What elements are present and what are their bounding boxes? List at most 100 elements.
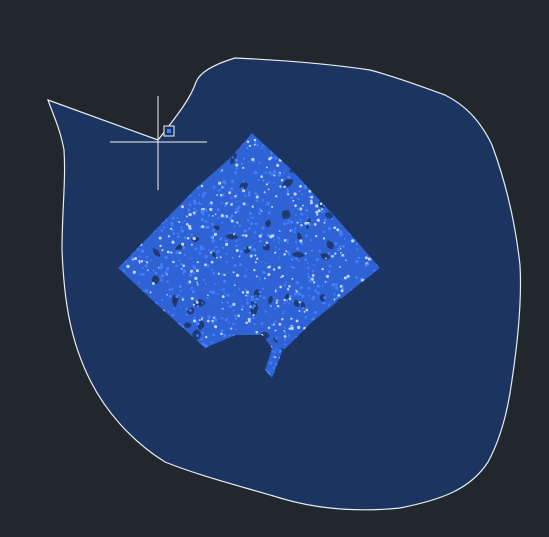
point-cloud-point bbox=[355, 248, 359, 251]
point-cloud-point bbox=[164, 271, 168, 275]
point-cloud-point bbox=[283, 335, 287, 338]
point-cloud-point bbox=[270, 173, 274, 177]
point-cloud-point bbox=[124, 260, 127, 263]
point-cloud-point bbox=[283, 185, 286, 189]
point-cloud-point bbox=[250, 298, 254, 302]
point-cloud-point bbox=[255, 199, 259, 203]
point-cloud-point bbox=[240, 234, 243, 237]
point-cloud-point bbox=[258, 290, 262, 294]
point-cloud-point bbox=[235, 328, 238, 331]
point-cloud-point bbox=[233, 284, 236, 286]
point-cloud-point bbox=[200, 337, 204, 341]
point-cloud-point bbox=[316, 218, 320, 222]
point-cloud-point bbox=[277, 236, 281, 240]
point-cloud-point bbox=[336, 248, 340, 252]
point-cloud-point bbox=[178, 220, 181, 224]
point-cloud-point bbox=[310, 249, 314, 252]
point-cloud-point bbox=[188, 227, 191, 230]
point-cloud-point bbox=[262, 287, 265, 290]
point-cloud-point bbox=[233, 323, 236, 326]
point-cloud-point bbox=[242, 234, 245, 237]
point-cloud-point bbox=[207, 214, 211, 217]
point-cloud-point bbox=[172, 232, 176, 235]
point-cloud-void bbox=[197, 320, 205, 330]
point-cloud-point bbox=[268, 157, 272, 161]
point-cloud-point bbox=[250, 244, 253, 247]
point-cloud-point bbox=[290, 324, 293, 327]
point-cloud-point bbox=[307, 286, 311, 290]
point-cloud-point bbox=[299, 218, 302, 221]
point-cloud-point bbox=[291, 299, 294, 303]
point-cloud-point bbox=[272, 350, 274, 353]
point-cloud-point bbox=[182, 264, 185, 268]
point-cloud-point bbox=[226, 301, 230, 304]
point-cloud-point bbox=[308, 279, 312, 283]
point-cloud-point bbox=[239, 249, 243, 253]
point-cloud-point bbox=[231, 256, 235, 260]
point-cloud-point bbox=[246, 301, 249, 305]
point-cloud-point bbox=[163, 226, 166, 229]
point-cloud-point bbox=[193, 316, 196, 319]
point-cloud-point bbox=[312, 269, 315, 273]
point-cloud-point bbox=[298, 292, 302, 296]
point-cloud-point bbox=[301, 193, 304, 195]
point-cloud-point bbox=[251, 157, 255, 162]
point-cloud-point bbox=[343, 276, 347, 280]
point-cloud-point bbox=[195, 269, 199, 273]
point-cloud-point bbox=[305, 208, 309, 212]
point-cloud-point bbox=[171, 224, 174, 227]
point-cloud-void bbox=[293, 299, 300, 307]
point-cloud-point bbox=[333, 298, 336, 301]
point-cloud-point bbox=[290, 317, 293, 320]
point-cloud-point bbox=[278, 248, 280, 250]
point-cloud-point bbox=[295, 247, 300, 251]
point-cloud-point bbox=[170, 287, 174, 291]
point-cloud-point bbox=[138, 259, 141, 263]
point-cloud-void bbox=[250, 307, 258, 316]
point-cloud-point bbox=[312, 318, 315, 321]
point-cloud-point bbox=[357, 259, 360, 262]
point-cloud-point bbox=[294, 227, 297, 230]
point-cloud-point bbox=[204, 344, 208, 348]
point-cloud-point bbox=[307, 266, 310, 269]
point-cloud-point bbox=[166, 293, 169, 296]
point-cloud-point bbox=[308, 189, 312, 193]
point-cloud-point bbox=[257, 193, 259, 196]
point-cloud-point bbox=[168, 311, 170, 313]
point-cloud-point bbox=[323, 230, 326, 233]
point-cloud-point bbox=[193, 266, 197, 270]
point-cloud-point bbox=[279, 239, 281, 242]
point-cloud-point bbox=[186, 281, 189, 284]
point-cloud-point bbox=[181, 242, 185, 246]
point-cloud-point bbox=[277, 173, 282, 177]
point-cloud-point bbox=[261, 199, 264, 202]
point-cloud-point bbox=[197, 304, 200, 308]
point-cloud-point bbox=[166, 266, 170, 270]
point-cloud-point bbox=[176, 217, 179, 219]
point-cloud-point bbox=[309, 239, 313, 242]
point-cloud-point bbox=[258, 278, 261, 281]
point-cloud-point bbox=[232, 233, 236, 236]
point-cloud-point bbox=[254, 222, 258, 226]
point-cloud-point bbox=[325, 257, 327, 260]
point-cloud-point bbox=[299, 221, 302, 224]
point-cloud-point bbox=[308, 223, 311, 227]
point-cloud-point bbox=[212, 185, 216, 189]
point-cloud-point bbox=[234, 231, 236, 234]
point-cloud-point bbox=[288, 253, 291, 256]
point-cloud-point bbox=[266, 166, 268, 169]
point-cloud-point bbox=[153, 230, 156, 233]
point-cloud-point bbox=[248, 311, 252, 315]
point-cloud-point bbox=[185, 215, 188, 218]
point-cloud-point bbox=[241, 308, 244, 311]
point-cloud-point bbox=[235, 200, 238, 203]
point-cloud-point bbox=[180, 268, 183, 270]
point-cloud-point bbox=[132, 259, 134, 262]
point-cloud-point bbox=[211, 230, 214, 233]
point-cloud-point bbox=[267, 326, 271, 330]
point-cloud-point bbox=[323, 296, 327, 300]
point-cloud-point bbox=[134, 257, 138, 260]
point-cloud-point bbox=[145, 261, 149, 264]
